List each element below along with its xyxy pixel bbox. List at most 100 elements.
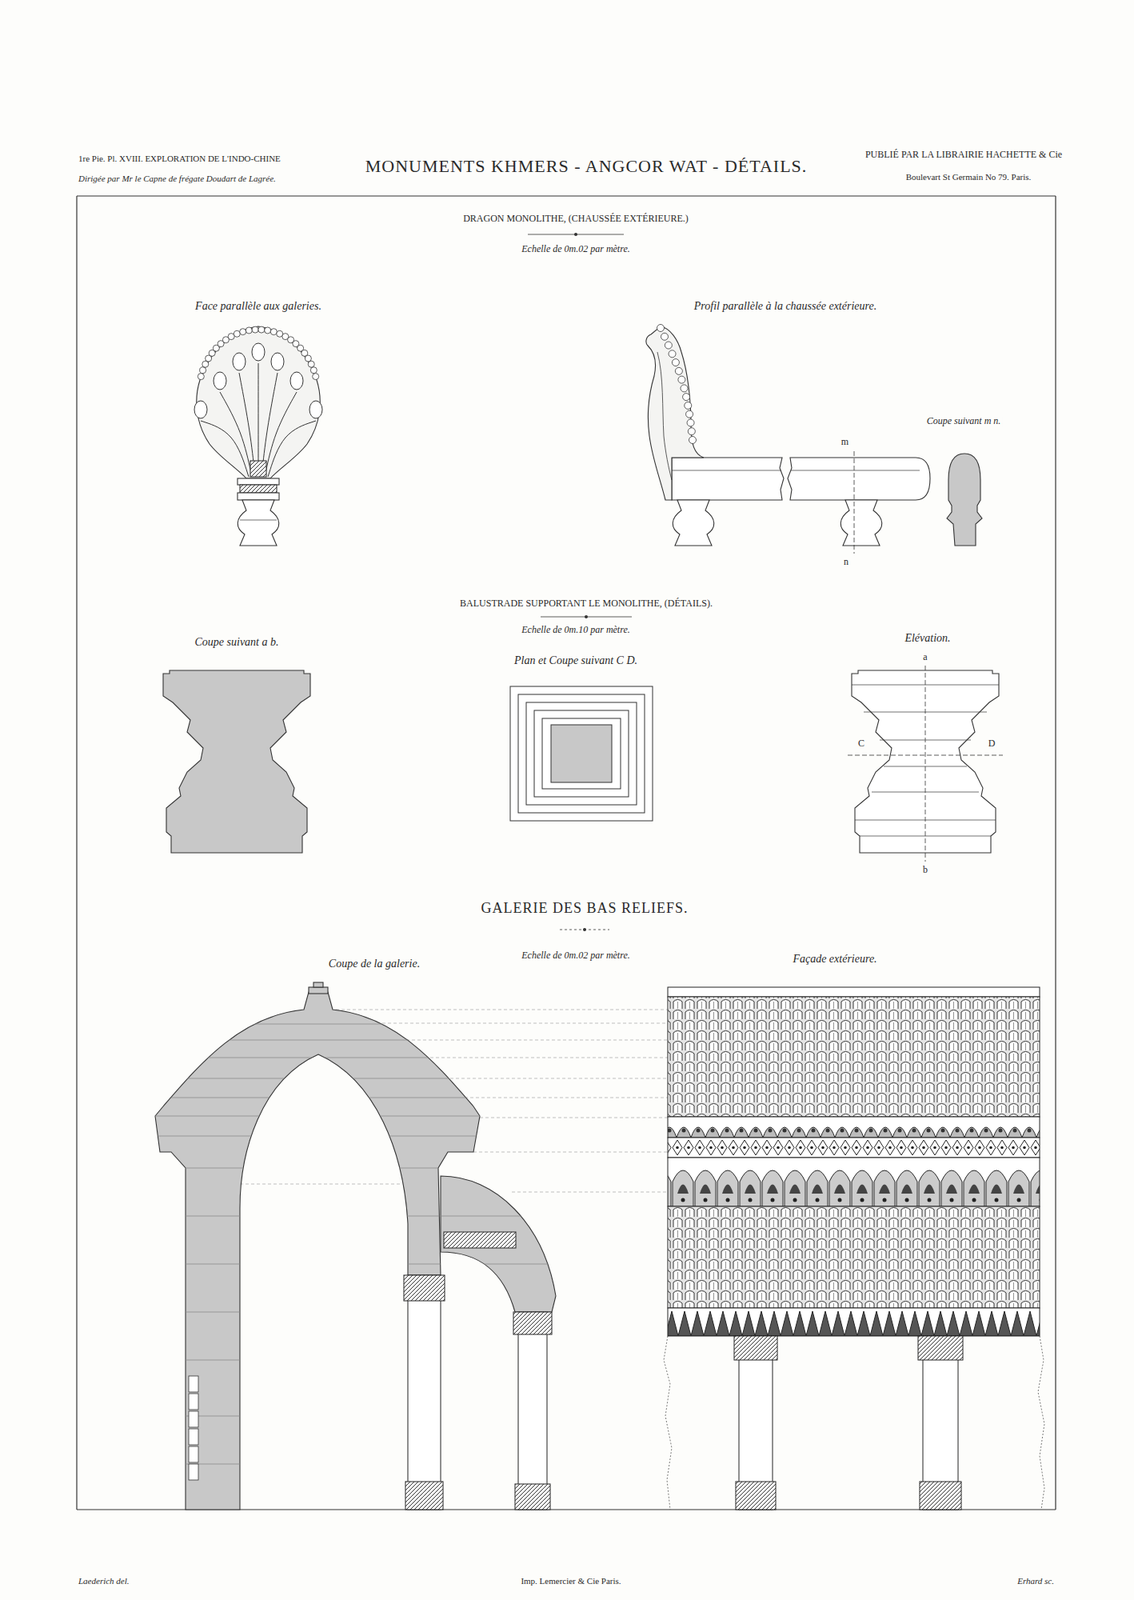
naga-face-view: [194, 326, 323, 546]
gallery-section-part-part: [188, 1375, 199, 1392]
view-caption: Coupe de la galerie.: [327, 957, 422, 971]
gallery-section-part-part: [143, 1463, 568, 1465]
gallery-section-part-part: [143, 1311, 568, 1313]
balustrade-section-part: [163, 670, 311, 853]
view-caption: Profil parallèle à la chaussée extérieur…: [692, 299, 879, 313]
naga-face-view-part: [232, 352, 246, 371]
section-letter: n: [842, 556, 851, 568]
gallery-section-part-part: [143, 1415, 568, 1417]
scale-note: Echelle de 0m.10 par mètre.: [519, 624, 632, 636]
naga-profile-view-part: [790, 470, 920, 472]
naga-profile-view: [646, 324, 983, 555]
balustrade-plan-part: [518, 694, 645, 813]
gallery-facade: [663, 986, 1045, 1510]
naga-face-view-part: [258, 326, 265, 333]
naga-face-view-part: [196, 326, 320, 479]
section-letter: b: [921, 864, 930, 876]
section-heading: GALERIE DES BAS RELIEFS.: [479, 899, 690, 917]
printer-credit: Imp. Lemercier & Cie Paris.: [519, 1575, 623, 1586]
naga-profile-view-part: [660, 332, 668, 340]
naga-profile-view-part: [674, 367, 683, 375]
publisher-line: Boulevart St Germain No 79. Paris.: [904, 171, 1034, 183]
naga-profile-view-part: [946, 453, 983, 546]
gallery-section-part-part: [143, 1263, 568, 1265]
naga-face-view-part: [237, 492, 280, 500]
gallery-section-part-part: [188, 1428, 199, 1445]
naga-profile-view-part: [671, 470, 782, 472]
section-heading: DRAGON MONOLITHE, (CHAUSSÉE EXTÉRIEURE.): [461, 213, 691, 225]
guide-lines-part: [479, 1117, 668, 1119]
naga-face-view-part: [290, 371, 304, 390]
section-letter: m: [839, 436, 851, 448]
gallery-facade-part: [667, 1137, 1040, 1158]
gallery-section-part-part: [143, 1215, 568, 1217]
gallery-section-part-part: [143, 1359, 568, 1361]
naga-profile-view-part: [686, 419, 695, 427]
gallery-section-part: [143, 1023, 568, 1464]
naga-profile-view-part: [854, 451, 855, 554]
naga-face-view-part: [251, 343, 265, 361]
rule-dots-part: [582, 927, 587, 931]
rule-dots-part: [584, 614, 588, 619]
gallery-section-part-part: [143, 1039, 568, 1041]
guide-lines-part: [473, 1151, 668, 1153]
naga-profile-view-part: [657, 351, 672, 480]
gallery-facade-part: [667, 1205, 1040, 1308]
naga-face-view-part: [270, 328, 277, 336]
balustrade-elevation-part: [925, 665, 927, 862]
naga-profile-view-part: [680, 384, 688, 392]
guide-lines-part: [447, 1097, 668, 1099]
gallery-section-part: [518, 1311, 548, 1510]
gallery-facade-part: [735, 1481, 776, 1510]
gallery-facade-part: [663, 1335, 672, 1510]
view-caption: Coupe suivant a b.: [193, 635, 281, 649]
naga-profile-view-part: [689, 436, 697, 444]
guide-lines-part: [511, 1191, 668, 1193]
plate-title: MONUMENTS KHMERS - ANGCOR WAT - DÉTAILS.: [363, 155, 810, 176]
scale-note: Echelle de 0m.02 par mètre.: [519, 950, 632, 962]
section-letter: C: [856, 738, 867, 750]
naga-profile-view-part: [668, 350, 676, 358]
section-heading: BALUSTRADE SUPPORTANT LE MONOLITHE, (DÉT…: [458, 598, 715, 610]
naga-face-view-part: [264, 391, 297, 477]
naga-profile-view-part: [657, 324, 665, 332]
plate-frame: [76, 195, 1056, 1510]
plate-frame-part: [76, 195, 1056, 196]
naga-face-view-part: [307, 360, 315, 368]
section-letter: D: [986, 738, 998, 750]
view-caption: Plan et Coupe suivant C D.: [512, 654, 639, 667]
naga-face-view-part: [251, 326, 259, 333]
gallery-section-part-part: [188, 1463, 199, 1480]
naga-face-view-part: [309, 400, 323, 419]
guide-lines-part: [239, 1183, 400, 1185]
naga-profile-view-part: [687, 427, 695, 436]
naga-profile-view-part: [684, 401, 692, 409]
gallery-section-part-part: [143, 1023, 568, 1025]
plate-header: Dirigée par Mr le Capne de frégate Douda…: [76, 173, 278, 184]
naga-face-view-part: [200, 420, 249, 477]
gallery-section-part-part: [143, 1115, 568, 1117]
naga-face-view-part: [304, 355, 312, 362]
naga-profile-view-part: [686, 410, 694, 418]
view-caption: Elévation.: [902, 631, 952, 645]
naga-face-view-part: [213, 371, 227, 390]
gallery-section-part-part: [188, 1410, 199, 1427]
gallery-section-part: [515, 1483, 551, 1510]
gallery-section-part-part: [143, 1078, 568, 1079]
guide-lines-part: [359, 1022, 668, 1024]
balustrade-plan-part: [542, 718, 621, 789]
naga-face-view-part: [258, 363, 260, 477]
balustrade-section: [163, 670, 311, 853]
naga-profile-view-part: [671, 457, 784, 500]
publisher-line: PUBLIÉ PAR LA LIBRAIRIE HACHETTE & Cie: [863, 149, 1064, 161]
naga-face-view-part: [239, 484, 277, 493]
gallery-facade-part: [734, 1335, 778, 1360]
balustrade-elevation-part: [847, 754, 1003, 756]
gallery-section-part: [308, 986, 328, 994]
naga-face-view-part: [267, 420, 316, 477]
naga-face-view-part: [239, 519, 277, 521]
naga-face-view-part: [271, 352, 284, 371]
gallery-section-part-part: [143, 1057, 568, 1059]
